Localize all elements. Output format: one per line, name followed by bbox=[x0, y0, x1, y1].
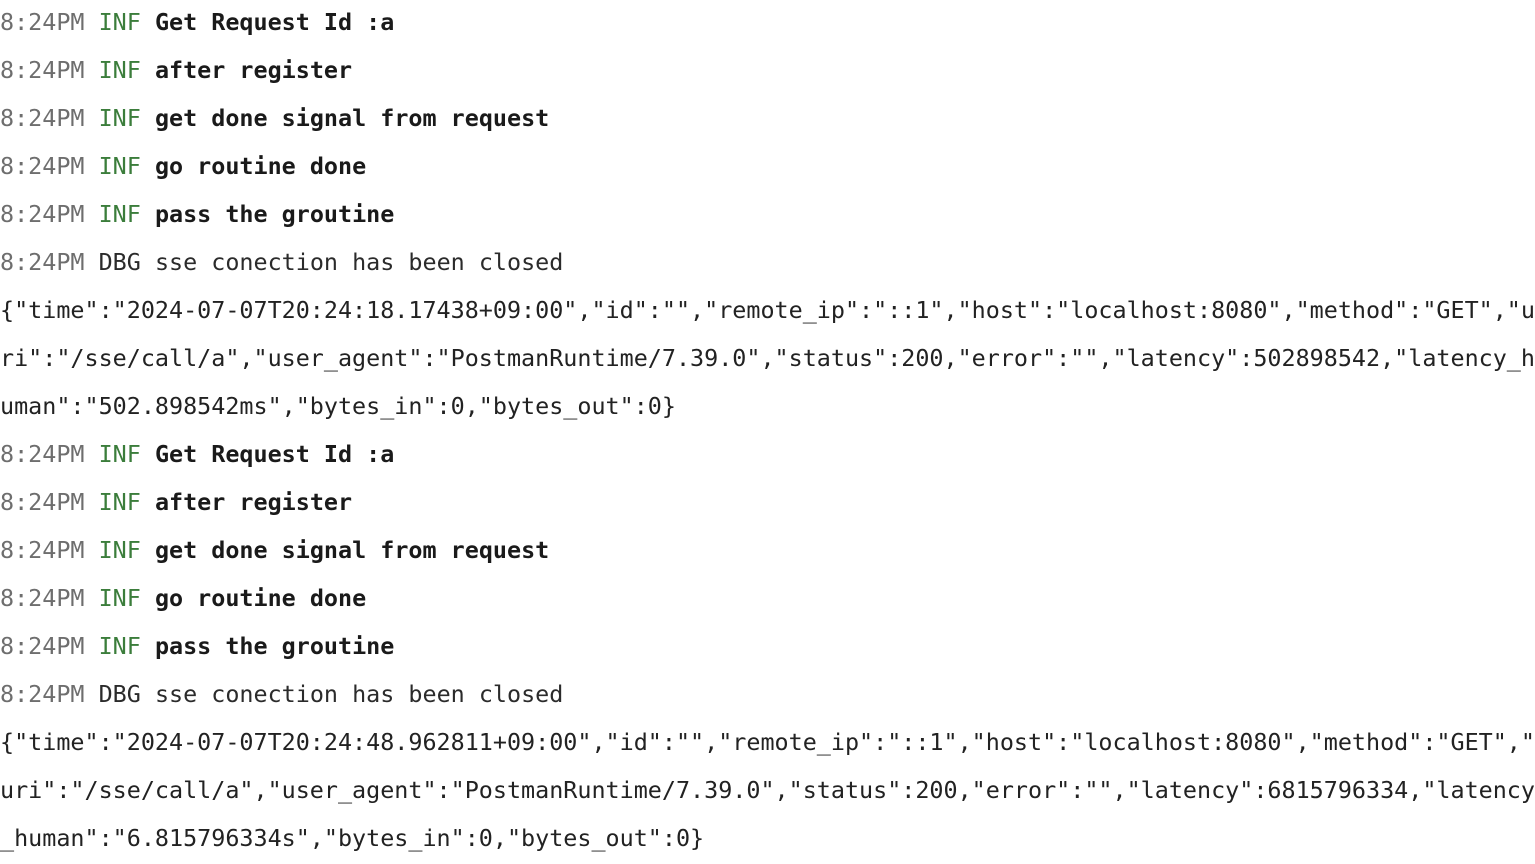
json-log-text: _human":"6.815796334s","bytes_in":0,"byt… bbox=[0, 824, 705, 852]
log-timestamp: 8:24PM bbox=[0, 200, 85, 228]
json-log-line: uri":"/sse/call/a","user_agent":"Postman… bbox=[0, 766, 1535, 814]
json-log-line: {"time":"2024-07-07T20:24:48.962811+09:0… bbox=[0, 718, 1535, 766]
log-timestamp: 8:24PM bbox=[0, 56, 85, 84]
log-message: sse conection has been closed bbox=[154, 680, 564, 708]
log-line: 8:24PM INF Get Request Id :a bbox=[0, 430, 1516, 478]
log-timestamp: 8:24PM bbox=[0, 152, 85, 180]
log-timestamp: 8:24PM bbox=[0, 104, 85, 132]
log-level: INF bbox=[98, 104, 141, 132]
log-line: 8:24PM DBG sse conection has been closed bbox=[0, 238, 1516, 286]
log-line: 8:24PM INF get done signal from request bbox=[0, 526, 1516, 574]
log-timestamp: 8:24PM bbox=[0, 584, 85, 612]
log-level: INF bbox=[98, 8, 141, 36]
log-line: 8:24PM INF after register bbox=[0, 46, 1516, 94]
json-log-text: ri":"/sse/call/a","user_agent":"PostmanR… bbox=[0, 344, 1535, 372]
log-message: get done signal from request bbox=[154, 104, 550, 132]
log-line: 8:24PM INF pass the groutine bbox=[0, 622, 1516, 670]
log-line: 8:24PM INF pass the groutine bbox=[0, 190, 1516, 238]
log-message: Get Request Id :a bbox=[154, 440, 395, 468]
log-level: INF bbox=[98, 536, 141, 564]
log-level: INF bbox=[98, 56, 141, 84]
log-level: DBG bbox=[98, 680, 141, 708]
json-log-line: {"time":"2024-07-07T20:24:18.17438+09:00… bbox=[0, 286, 1535, 334]
log-message: sse conection has been closed bbox=[154, 248, 564, 276]
log-timestamp: 8:24PM bbox=[0, 8, 85, 36]
log-timestamp: 8:24PM bbox=[0, 680, 85, 708]
log-level: INF bbox=[98, 200, 141, 228]
log-level: INF bbox=[98, 440, 141, 468]
log-timestamp: 8:24PM bbox=[0, 440, 85, 468]
log-line: 8:24PM INF get done signal from request bbox=[0, 94, 1516, 142]
json-log-text: {"time":"2024-07-07T20:24:48.962811+09:0… bbox=[0, 728, 1535, 756]
log-line: 8:24PM INF after register bbox=[0, 478, 1516, 526]
log-message: pass the groutine bbox=[154, 632, 395, 660]
log-timestamp: 8:24PM bbox=[0, 488, 85, 516]
log-line: 8:24PM INF go routine done bbox=[0, 142, 1516, 190]
log-message: Get Request Id :a bbox=[154, 8, 395, 36]
log-timestamp: 8:24PM bbox=[0, 248, 85, 276]
json-log-line: uman":"502.898542ms","bytes_in":0,"bytes… bbox=[0, 382, 1516, 430]
log-line: 8:24PM INF Get Request Id :a bbox=[0, 0, 1516, 46]
log-timestamp: 8:24PM bbox=[0, 632, 85, 660]
log-message: after register bbox=[154, 488, 353, 516]
log-message: go routine done bbox=[154, 584, 367, 612]
log-level: INF bbox=[98, 632, 141, 660]
log-level: INF bbox=[98, 584, 141, 612]
json-log-line: _human":"6.815796334s","bytes_in":0,"byt… bbox=[0, 814, 1516, 862]
json-log-line: ri":"/sse/call/a","user_agent":"PostmanR… bbox=[0, 334, 1535, 382]
log-message: after register bbox=[154, 56, 353, 84]
json-log-text: uman":"502.898542ms","bytes_in":0,"bytes… bbox=[0, 392, 676, 420]
json-log-text: {"time":"2024-07-07T20:24:18.17438+09:00… bbox=[0, 296, 1535, 324]
log-message: pass the groutine bbox=[154, 200, 395, 228]
log-timestamp: 8:24PM bbox=[0, 536, 85, 564]
log-message: get done signal from request bbox=[154, 536, 550, 564]
log-line: 8:24PM DBG sse conection has been closed bbox=[0, 670, 1516, 718]
log-message: go routine done bbox=[154, 152, 367, 180]
log-level: DBG bbox=[98, 248, 141, 276]
log-level: INF bbox=[98, 488, 141, 516]
json-log-text: uri":"/sse/call/a","user_agent":"Postman… bbox=[0, 776, 1535, 804]
log-level: INF bbox=[98, 152, 141, 180]
log-line: 8:24PM INF go routine done bbox=[0, 574, 1516, 622]
